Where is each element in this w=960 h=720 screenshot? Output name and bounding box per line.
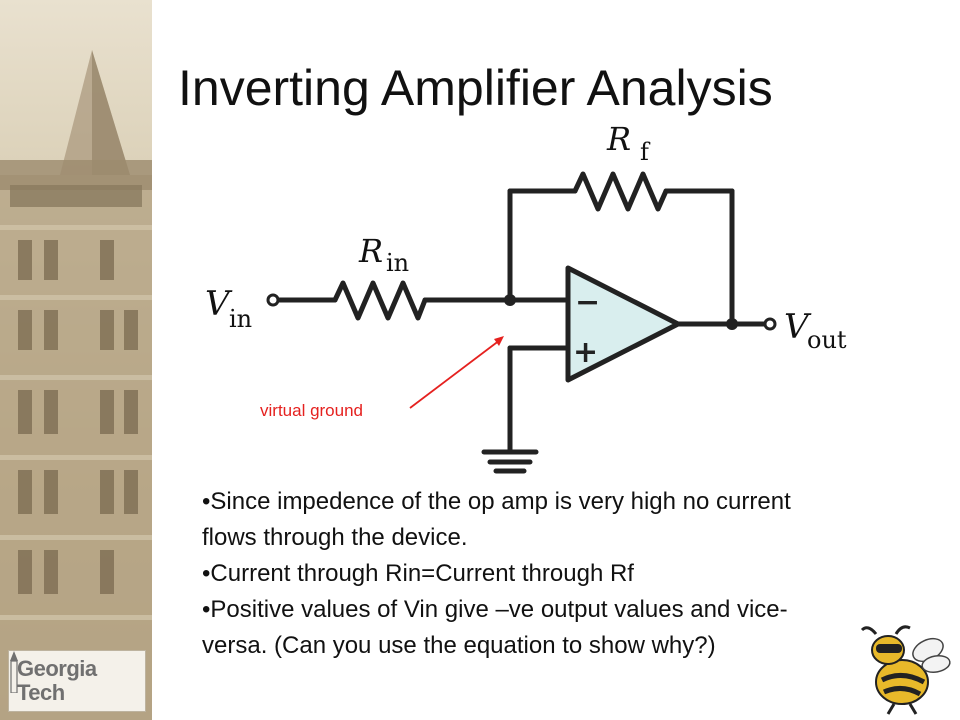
arrowhead-icon (494, 336, 504, 346)
opamp-triangle (565, 265, 681, 383)
plus-sign: + (573, 335, 598, 370)
tower-mark-icon (10, 651, 18, 693)
vout-terminal (763, 317, 777, 331)
inverting-amplifier-circuit: − + R f R in V in V out (205, 120, 847, 474)
rin-resistor (332, 280, 428, 321)
rin-label-sub: in (386, 249, 409, 277)
bullet-text-1: Since impedence of the op amp is very hi… (202, 488, 791, 551)
vin-label-main: V (205, 284, 233, 324)
virtual-ground-label: virtual ground (260, 401, 364, 420)
junction-node-output (726, 318, 738, 330)
tower-building-icon (0, 50, 152, 720)
rf-label-sub: f (640, 138, 651, 166)
buzz-mascot-icon (860, 625, 951, 715)
bullet-text-2: Current through Rin=Current through Rf (210, 560, 634, 587)
rin-label-main: R (358, 232, 383, 270)
bullet-text-3: Positive values of Vin give –ve output v… (202, 596, 788, 659)
junction-node-input (504, 294, 516, 306)
slide-title: Inverting Amplifier Analysis (178, 60, 773, 116)
vin-label-sub: in (229, 305, 252, 333)
vin-terminal (266, 293, 280, 307)
bullet-item-1: •Since impedence of the op amp is very h… (202, 488, 791, 551)
virtual-ground-arrow (409, 339, 501, 409)
georgia-tech-logo: Georgia Tech (8, 650, 146, 712)
logo-line-1: Georgia (17, 656, 97, 681)
bullet-item-3: •Positive values of Vin give –ve output … (202, 596, 788, 659)
vout-label-sub: out (807, 326, 847, 354)
rf-label-main: R (606, 120, 631, 158)
bullet-item-2: •Current through Rin=Current through Rf (202, 560, 634, 587)
building-photo: Georgia Tech (0, 0, 152, 720)
rf-resistor (572, 171, 669, 212)
vout-label-main: V (784, 307, 812, 347)
bullet-list: •Since impedence of the op amp is very h… (202, 484, 852, 664)
logo-line-2: Tech (17, 680, 65, 705)
minus-sign: − (575, 285, 600, 320)
